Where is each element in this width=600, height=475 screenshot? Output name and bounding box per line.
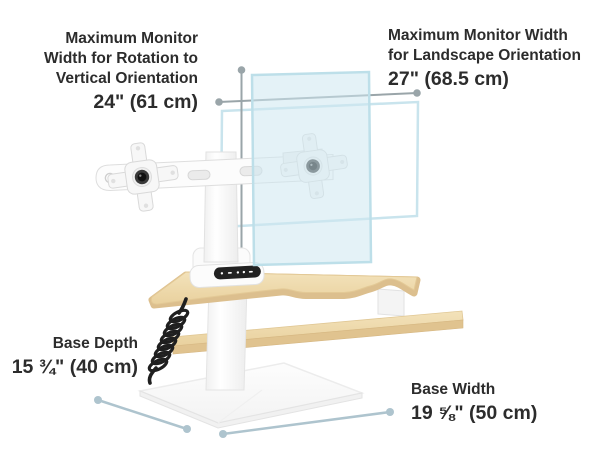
dimension-line-base-depth (94, 396, 191, 433)
label-base-depth-title: Base Depth (52, 335, 138, 352)
label-base-width-value: 19 ⅝" (50 cm) (411, 402, 538, 425)
support-bracket (377, 288, 405, 317)
label-landscape-width: Maximum Monitor Width for Landscape Orie… (388, 26, 593, 93)
portrait-monitor-overlay (250, 70, 373, 267)
label-rotation-line1: Maximum Monitor (65, 30, 198, 47)
dimension-line-base-width (219, 408, 394, 438)
label-rotation-line2: Width for Rotation to (44, 50, 198, 68)
label-rotation-line3: Vertical Orientation (55, 70, 198, 88)
power-cable (147, 297, 190, 385)
control-panel (189, 262, 265, 288)
label-base-depth-value: 15 ¾" (40 cm) (11, 356, 138, 379)
label-base-width: Base Width 19 ⅝" (50 cm) (411, 380, 581, 426)
label-base-width-title: Base Width (411, 381, 496, 398)
base-plate (137, 362, 365, 429)
vesa-mount-left (107, 142, 179, 212)
label-rotation-width: Maximum Monitor Width for Rotation to Ve… (18, 29, 198, 116)
label-base-depth: Base Depth 15 ¾" (40 cm) (8, 334, 138, 380)
label-landscape-value: 27" (68.5 cm) (388, 68, 509, 91)
label-landscape-line1: Maximum Monitor Width (388, 27, 568, 44)
label-rotation-value: 24" (61 cm) (93, 91, 198, 114)
label-landscape-line2: for Landscape Orientation (388, 47, 581, 65)
